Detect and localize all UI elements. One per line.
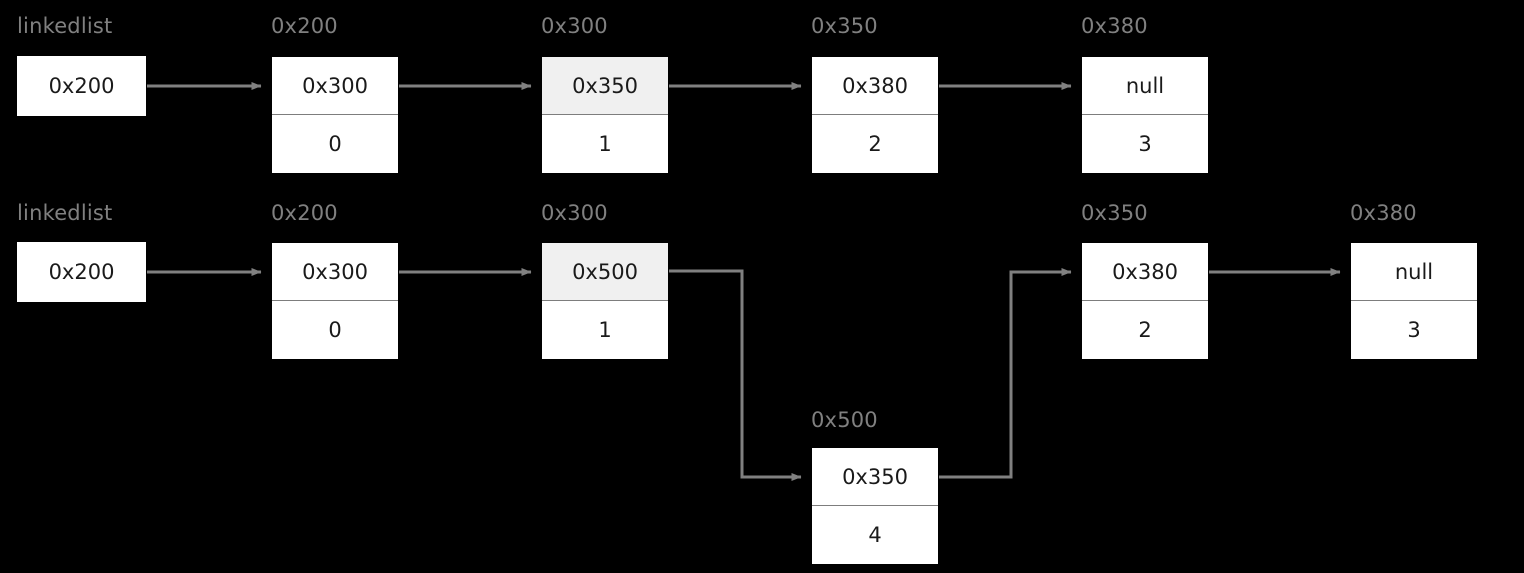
node-value-cell-row2-3: 3 — [1351, 301, 1477, 359]
node-row1-3: null 3 — [1081, 56, 1209, 173]
node-label-row2-3: 0x380 — [1350, 201, 1417, 225]
node-label-row1-3: 0x380 — [1081, 14, 1148, 38]
node-row1-0: 0x300 0 — [271, 56, 399, 173]
node-row1-2: 0x380 2 — [811, 56, 939, 173]
node-pointer-cell-row2-1: 0x500 — [542, 243, 668, 301]
head-label-row2: linkedlist — [17, 201, 113, 225]
node-value-cell-row2-0: 0 — [272, 301, 398, 359]
node-pointer-cell-row1-2: 0x380 — [812, 57, 938, 115]
node-pointer-cell-row1-1: 0x350 — [542, 57, 668, 115]
node-inserted: 0x350 4 — [811, 447, 939, 564]
node-pointer-cell-row1-0: 0x300 — [272, 57, 398, 115]
head-value-row1: 0x200 — [48, 74, 115, 98]
node-label-row2-1: 0x300 — [541, 201, 608, 225]
arrow-0x300-to-0x500-elbow — [669, 269, 802, 481]
node-pointer-cell-row1-3: null — [1082, 57, 1208, 115]
node-pointer-cell-row2-0: 0x300 — [272, 243, 398, 301]
node-pointer-cell-row2-2: 0x380 — [1082, 243, 1208, 301]
head-value-row2: 0x200 — [48, 260, 115, 284]
node-value-cell-row1-0: 0 — [272, 115, 398, 173]
node-row2-3: null 3 — [1350, 242, 1478, 359]
head-label-row1: linkedlist — [17, 14, 113, 38]
node-value-cell-row2-2: 2 — [1082, 301, 1208, 359]
node-row2-0: 0x300 0 — [271, 242, 399, 359]
node-row2-1: 0x500 1 — [541, 242, 669, 359]
node-label-row1-0: 0x200 — [271, 14, 338, 38]
node-value-cell-row1-3: 3 — [1082, 115, 1208, 173]
node-pointer-cell-row2-3: null — [1351, 243, 1477, 301]
node-label-inserted: 0x500 — [811, 408, 878, 432]
node-label-row2-2: 0x350 — [1081, 201, 1148, 225]
node-label-row1-2: 0x350 — [811, 14, 878, 38]
node-pointer-cell-inserted: 0x350 — [812, 448, 938, 506]
node-value-cell-row1-2: 2 — [812, 115, 938, 173]
head-box-row1: 0x200 — [17, 56, 146, 116]
node-label-row1-1: 0x300 — [541, 14, 608, 38]
node-value-cell-row1-1: 1 — [542, 115, 668, 173]
node-value-cell-row2-1: 1 — [542, 301, 668, 359]
node-value-cell-inserted: 4 — [812, 506, 938, 564]
head-box-row2: 0x200 — [17, 242, 146, 302]
node-label-row2-0: 0x200 — [271, 201, 338, 225]
node-row1-1: 0x350 1 — [541, 56, 669, 173]
arrow-0x500-to-0x350-elbow — [939, 268, 1072, 479]
node-row2-2: 0x380 2 — [1081, 242, 1209, 359]
